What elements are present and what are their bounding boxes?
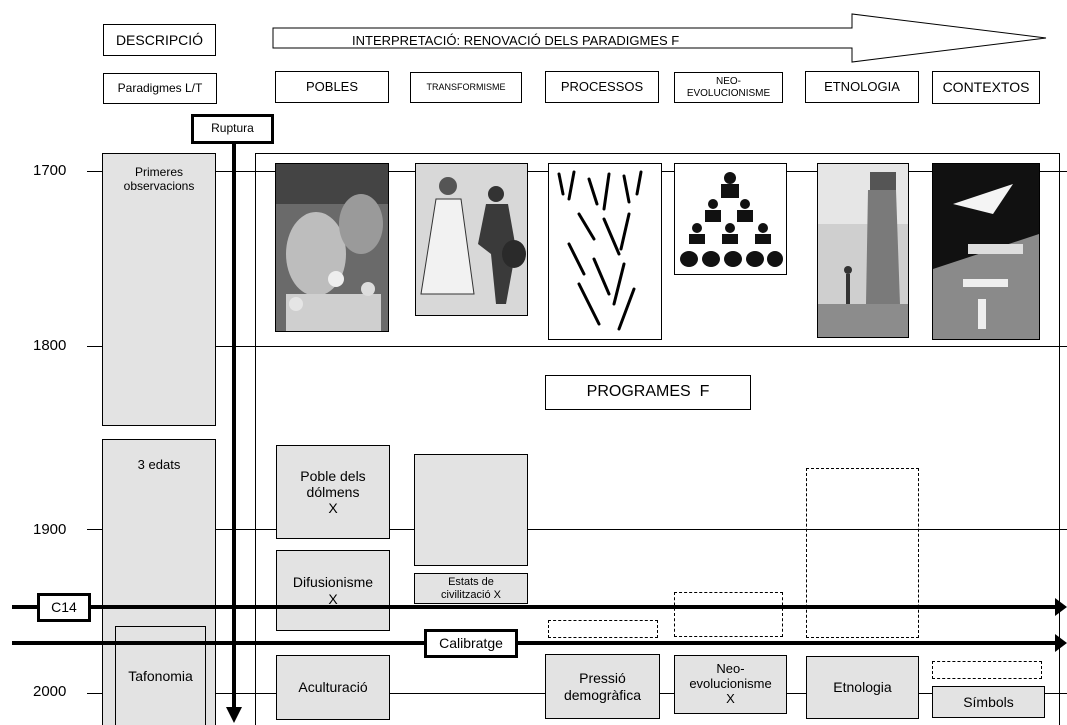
etnologia-dashed-box (806, 468, 919, 638)
transformisme-illustration (415, 163, 528, 316)
col-etnologia: ETNOLOGIA (805, 71, 919, 103)
arrow-right-icon (1055, 634, 1067, 652)
poble-dolmens-box: Poble dels dólmens X (276, 445, 390, 539)
arrow-down-icon (226, 707, 242, 723)
c14-line (12, 605, 1062, 609)
arrow-right-icon (1055, 598, 1067, 616)
etnologia-box: Etnologia (806, 656, 919, 719)
pressio-demografica-box: Pressió demogràfica (545, 654, 660, 719)
line-1800 (87, 346, 1067, 347)
interpretacio-label: INTERPRETACIÓ: RENOVACIÓ DELS PARADIGMES… (352, 33, 680, 48)
transformisme-empty-box (414, 454, 528, 566)
year-1800: 1800 (33, 337, 67, 354)
difusionisme-box: Difusionisme X (276, 550, 390, 631)
line-1900 (87, 529, 1067, 530)
programes-f-label: PROGRAMES F (545, 375, 751, 410)
calibratge-line (12, 641, 1062, 645)
c14-label: C14 (37, 593, 91, 622)
interpretacio-arrow-icon (272, 13, 1047, 63)
processos-illustration (548, 163, 662, 340)
neo-dashed-box (674, 592, 783, 637)
processos-dashed-box (548, 620, 658, 638)
pobles-illustration (275, 163, 389, 332)
contextos-illustration (932, 163, 1040, 340)
contextos-dashed-box (932, 661, 1042, 679)
estats-civilitzacio-box: Estats de civilització X (414, 573, 528, 604)
simbols-box: Símbols (932, 686, 1045, 718)
year-1900: 1900 (33, 521, 67, 538)
descripcio-header: DESCRIPCIÓ (103, 24, 216, 56)
ruptura-line (232, 144, 236, 710)
col-processos: PROCESSOS (545, 71, 659, 103)
year-1700: 1700 (33, 162, 67, 179)
ruptura-label: Ruptura (191, 114, 274, 144)
calibratge-label: Calibratge (424, 629, 518, 658)
col-pobles: POBLES (275, 71, 389, 103)
col-paradigmes: Paradigmes L/T (103, 73, 217, 104)
neoevolucionisme-illustration (674, 163, 787, 275)
neoevolucionisme-box: Neo- evolucionisme X (674, 655, 787, 714)
year-2000: 2000 (33, 683, 67, 700)
etnologia-illustration (817, 163, 909, 338)
aculturacio-box: Aculturació (276, 655, 390, 720)
main-frame (255, 153, 1060, 725)
col-transformisme: TRANSFORMISME (410, 72, 522, 103)
col-contextos: CONTEXTOS (932, 71, 1040, 104)
primeres-observacions-box: Primeres observacions (102, 153, 216, 426)
col-neoevolucionisme: NEO- EVOLUCIONISME (674, 72, 783, 103)
